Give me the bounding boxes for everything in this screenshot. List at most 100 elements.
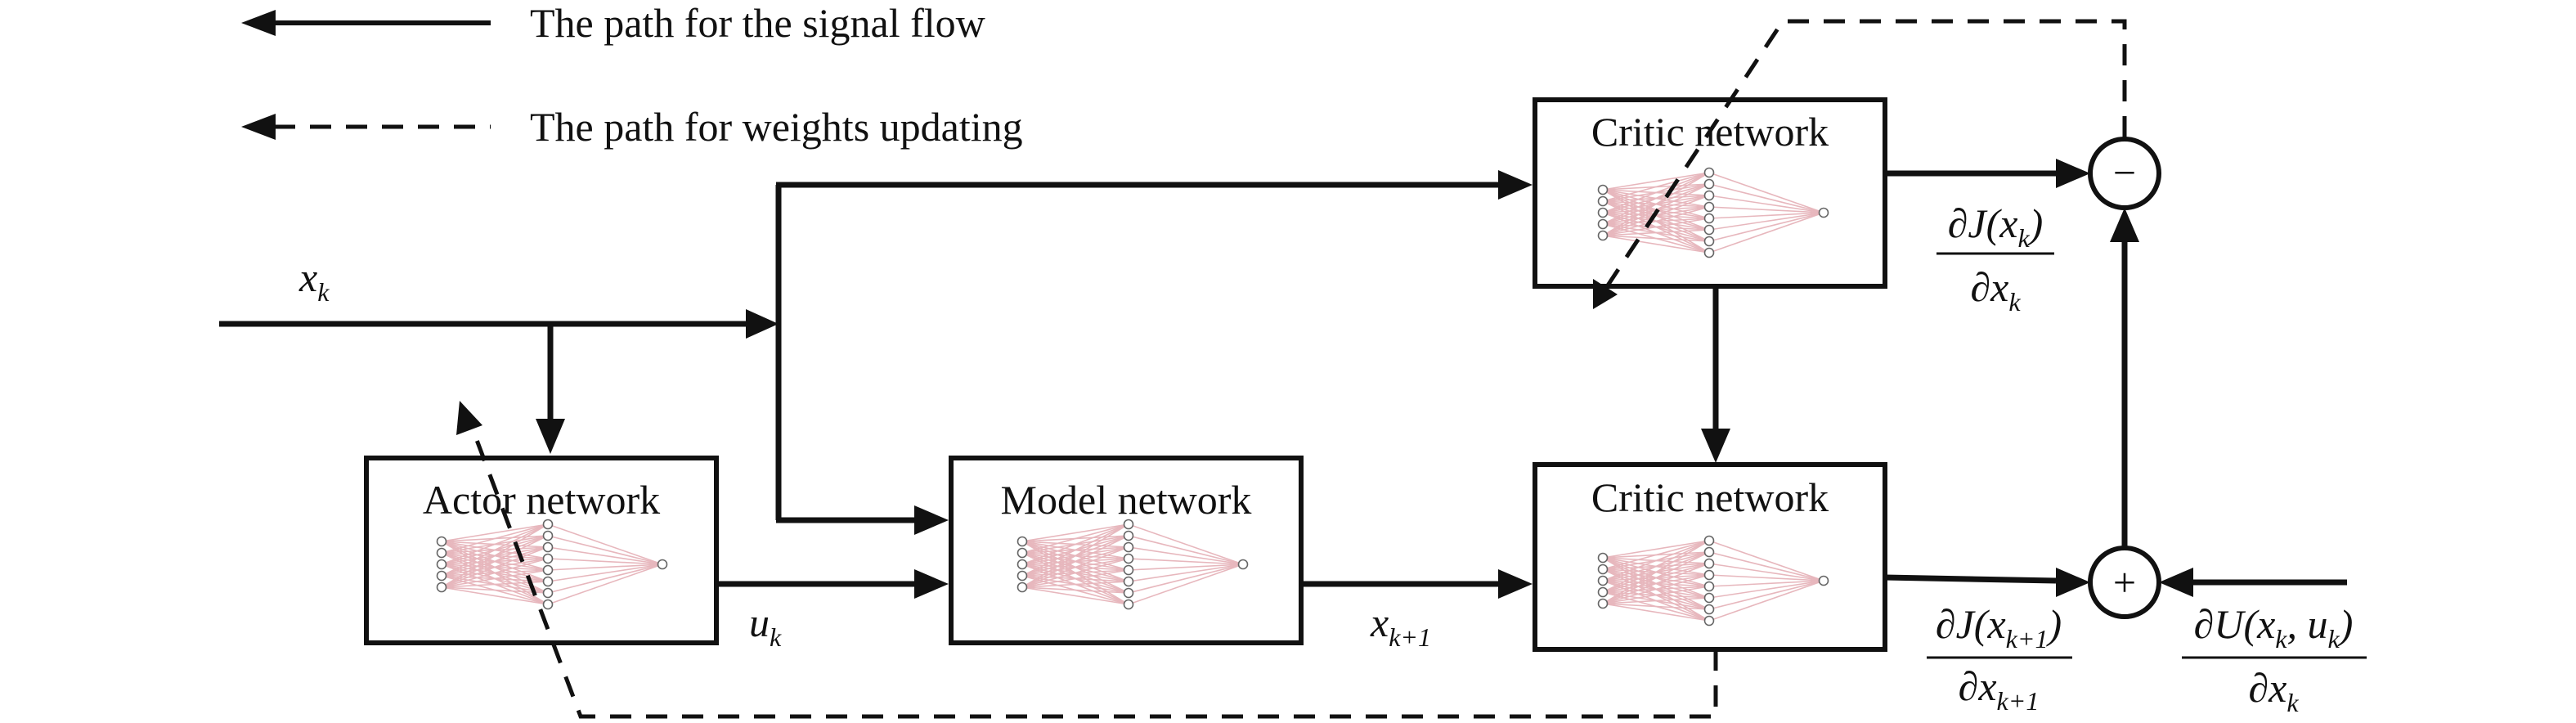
net-node (1597, 598, 1609, 609)
net-edge (1128, 564, 1244, 594)
net-edge (441, 569, 549, 588)
net-edge (1021, 581, 1129, 588)
xk1-label: xk+1 (1370, 600, 1431, 652)
net-edge (1708, 580, 1824, 622)
net-node (1703, 201, 1715, 213)
net-edge (1602, 218, 1710, 236)
net-edge (441, 586, 549, 605)
net-edge (1602, 235, 1710, 254)
net-edge (1602, 551, 1710, 604)
net-node (436, 547, 447, 559)
net-edge (1602, 586, 1710, 604)
net-node (657, 559, 668, 570)
net-node (542, 599, 554, 610)
net-edge (1021, 523, 1129, 565)
net-edge (1602, 597, 1710, 604)
critic-bottom-to-plus-arrowhead (2056, 568, 2090, 597)
net-edge (441, 586, 549, 594)
critic-network-bottom-label: Critic network (1591, 474, 1829, 520)
net-edge (1708, 580, 1824, 587)
net-node (1703, 581, 1715, 592)
net-node (1123, 576, 1134, 587)
xk-to-actor-arrowhead (536, 419, 565, 454)
utility-input-arrowhead (2159, 568, 2193, 597)
net-node (1703, 190, 1715, 201)
net-edge (1602, 172, 1710, 213)
net-edge (1708, 212, 1824, 219)
net-edge (1128, 564, 1244, 605)
net-node (1016, 547, 1028, 559)
net-node (1703, 592, 1715, 604)
net-edge (1602, 172, 1710, 202)
net-edge (1602, 540, 1710, 604)
plus-sign: + (2113, 559, 2136, 605)
net-node (1703, 213, 1715, 224)
net-edge (547, 558, 663, 565)
minus-sign: − (2113, 150, 2136, 195)
net-edge (1021, 586, 1129, 594)
net-node (436, 559, 447, 570)
xk-to-critic-top-arrowhead (1498, 170, 1533, 200)
model-neural-net-icon (1016, 519, 1249, 610)
net-edge (1021, 558, 1129, 588)
net-node (1597, 184, 1609, 195)
legend-dashed-arrowhead (241, 114, 276, 140)
net-edge (1602, 603, 1710, 610)
net-node (1597, 207, 1609, 218)
net-node (1703, 224, 1715, 236)
net-edge (1021, 586, 1129, 605)
net-edge (547, 546, 663, 565)
weight-update-paths (472, 19, 2127, 719)
net-edge (1021, 523, 1129, 577)
net-edge (1128, 558, 1244, 565)
actor-neural-net-icon (436, 519, 668, 610)
net-node (1703, 247, 1715, 258)
net-edge (1128, 564, 1244, 582)
net-node (542, 541, 554, 553)
xk-input-arrowhead (746, 309, 779, 339)
net-node (1123, 553, 1134, 564)
dU-dxk-denominator: ∂xk (2248, 665, 2299, 717)
net-node (436, 582, 447, 593)
minus-junction: − (2088, 137, 2161, 210)
net-node (1703, 558, 1715, 569)
net-edge (1708, 212, 1824, 254)
net-edge (1602, 540, 1710, 582)
net-node (542, 519, 554, 530)
net-node (1016, 559, 1028, 570)
critic-weight-update-path (1600, 19, 2127, 294)
legend-weights-updating-label: The path for weights updating (530, 104, 1023, 150)
net-edge (1021, 523, 1129, 588)
dJ-dxk1-label: ∂J(xk+1) ∂xk+1 (1927, 601, 2072, 716)
net-node (1016, 570, 1028, 582)
plus-to-minus-arrowhead (2110, 208, 2139, 242)
net-node (1597, 586, 1609, 598)
net-edge (1708, 580, 1824, 610)
net-edge (1602, 540, 1710, 559)
dJ-dxk-label: ∂J(xk) ∂xk (1936, 200, 2054, 317)
net-edge (1021, 535, 1129, 588)
xk-label: xk (298, 254, 330, 307)
net-node (436, 536, 447, 547)
net-edge (1602, 172, 1710, 225)
model-network-label: Model network (1001, 477, 1252, 523)
net-node (1703, 236, 1715, 247)
legend-solid-arrowhead (241, 10, 276, 36)
net-node (1597, 230, 1609, 241)
net-edge (1708, 580, 1824, 599)
net-edge (1708, 183, 1824, 213)
net-edge (1602, 206, 1710, 236)
net-node (542, 530, 554, 541)
net-edge (441, 523, 549, 588)
net-edge (1602, 574, 1710, 604)
dJ-dxk1-numerator: ∂J(xk+1) (1936, 601, 2062, 653)
net-node (1016, 536, 1028, 547)
net-edge (547, 564, 663, 594)
net-edge (1602, 603, 1710, 622)
net-edge (1708, 540, 1824, 582)
net-edge (1708, 563, 1824, 582)
net-edge (441, 523, 549, 577)
legend: The path for the signal flow The path fo… (241, 0, 1023, 150)
net-edge (1021, 546, 1129, 588)
net-node (542, 564, 554, 576)
